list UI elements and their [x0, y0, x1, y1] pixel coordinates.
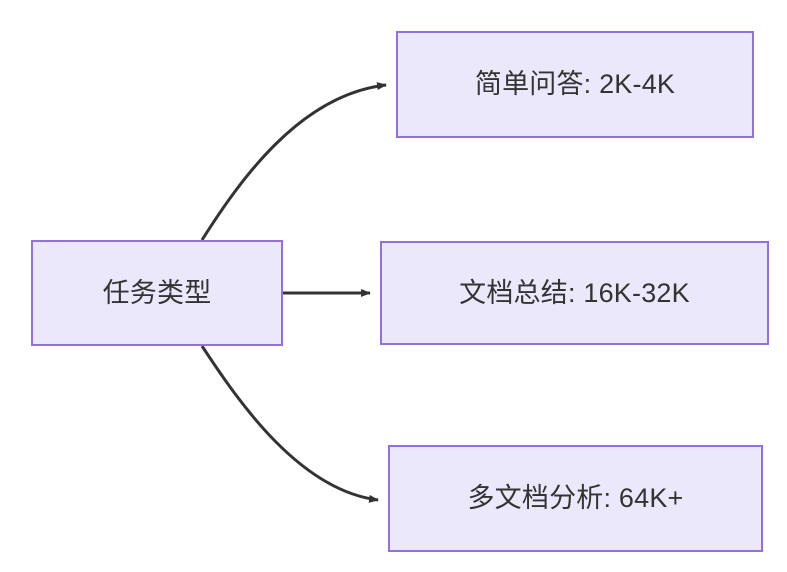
- node-simple-qa-label: 简单问答: 2K-4K: [474, 69, 676, 100]
- node-multi-doc-analysis-label: 多文档分析: 64K+: [467, 483, 684, 514]
- node-root-task-type[interactable]: 任务类型: [31, 240, 283, 346]
- node-simple-qa[interactable]: 简单问答: 2K-4K: [396, 31, 754, 138]
- node-root-label: 任务类型: [102, 277, 212, 308]
- edge-root-to-task-2: [200, 345, 379, 503]
- node-doc-summary-label: 文档总结: 16K-32K: [459, 277, 690, 308]
- node-multi-doc-analysis[interactable]: 多文档分析: 64K+: [388, 445, 763, 552]
- edge-root-to-task-0: [200, 82, 387, 241]
- node-doc-summary[interactable]: 文档总结: 16K-32K: [380, 241, 769, 345]
